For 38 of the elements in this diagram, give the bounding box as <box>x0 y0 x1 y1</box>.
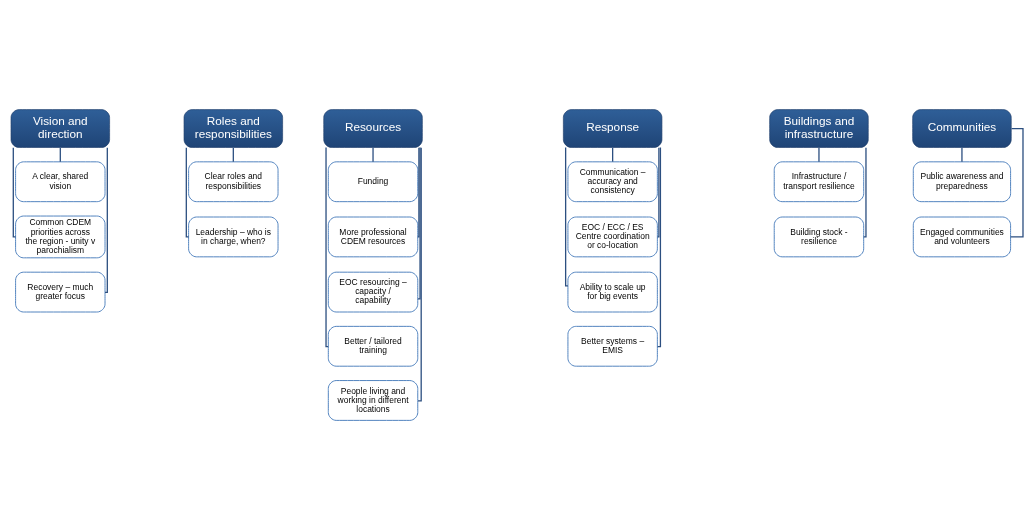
connector <box>961 146 963 162</box>
connector <box>863 146 867 238</box>
node-box: EOC / ECC / ES Centre coordination or co-location <box>567 216 658 257</box>
node-box: Buildings and infrastructure <box>769 108 869 148</box>
connector <box>372 146 374 162</box>
connector <box>565 146 569 287</box>
node-box: Recovery – much greater focus <box>15 271 106 312</box>
node-box: Response <box>563 108 663 148</box>
node-box: Common CDEM priorities across the region - unity v parochialism <box>15 215 106 258</box>
connector <box>417 146 421 300</box>
connector <box>818 146 820 162</box>
node-box: Engaged communities and volunteers <box>912 216 1012 257</box>
node-box: Building stock - resilience <box>773 216 865 257</box>
node-box: Public awareness and preparedness <box>912 160 1012 202</box>
connector <box>325 146 329 347</box>
node-box: Vision and direction <box>10 108 110 148</box>
connector <box>12 146 17 238</box>
connector <box>656 146 662 347</box>
node-box: Resources <box>323 108 423 148</box>
node-box: More professional CDEM resources <box>327 216 419 257</box>
node-box: Better / tailored training <box>327 325 419 367</box>
node-box: Communities <box>912 108 1012 148</box>
node-box: People living and working in different locations <box>327 379 419 421</box>
node-box: Leadership – who is in charge, when? <box>188 216 279 257</box>
node-box: EOC resourcing – capacity / capability <box>327 271 419 312</box>
connector <box>104 146 108 293</box>
node-box: Better systems – EMIS <box>567 325 658 367</box>
connector <box>656 146 660 238</box>
node-box: Clear roles and responsibilities <box>188 160 279 202</box>
node-box: A clear, shared vision <box>15 160 106 202</box>
node-box: Funding <box>327 160 419 202</box>
connector <box>185 146 190 238</box>
connector <box>417 146 422 401</box>
connector <box>417 146 420 238</box>
node-box: Ability to scale up for big events <box>567 271 658 312</box>
node-box: Infrastructure / transport resilience <box>773 160 865 202</box>
node-box: Communication – accuracy and consistency <box>567 160 658 202</box>
node-box: Roles and responsibilities <box>183 108 283 148</box>
